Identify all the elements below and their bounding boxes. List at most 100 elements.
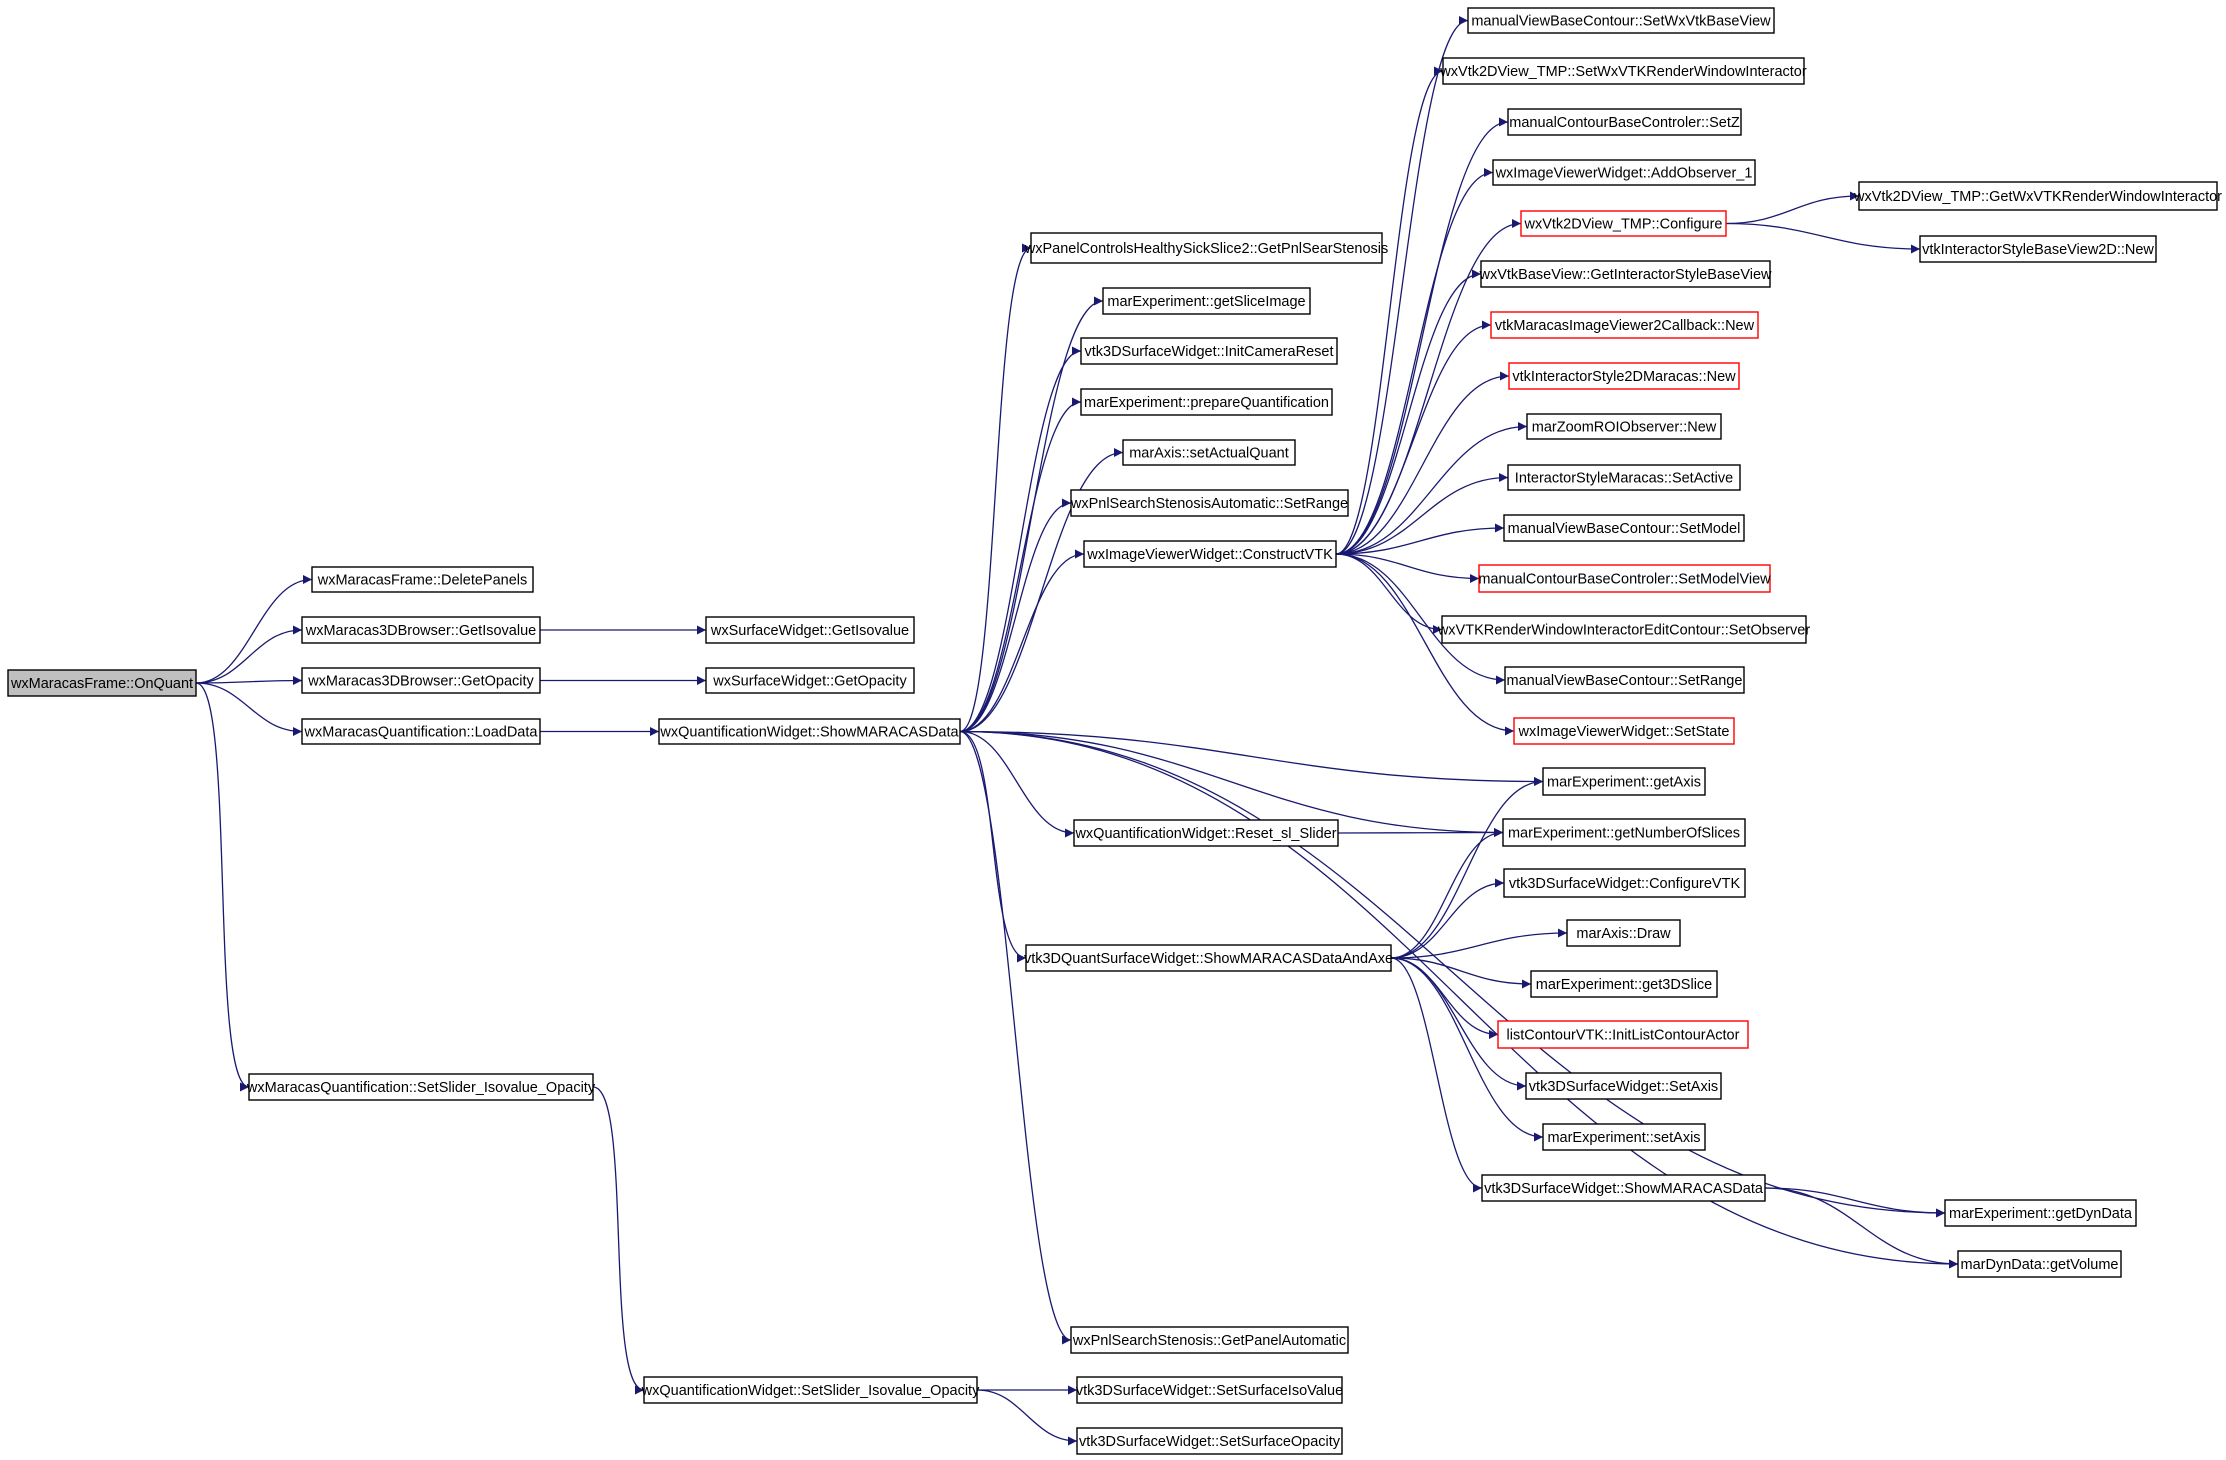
graph-node-wbv-getisb[interactable]: wxVtkBaseView::GetInteractorStyleBaseVie… bbox=[1478, 260, 1772, 288]
graph-node-me-get3d[interactable]: marExperiment::get3DSlice bbox=[1530, 970, 1718, 998]
node-box[interactable] bbox=[248, 1073, 594, 1101]
node-box[interactable] bbox=[1025, 944, 1392, 972]
graph-node-me-getaxis[interactable]: marExperiment::getAxis bbox=[1542, 767, 1706, 796]
node-box[interactable] bbox=[301, 667, 541, 694]
node-box[interactable] bbox=[1542, 767, 1706, 796]
node-box[interactable] bbox=[1566, 919, 1681, 947]
node-box[interactable] bbox=[311, 566, 534, 593]
node-box[interactable] bbox=[1520, 210, 1727, 237]
node-box[interactable] bbox=[705, 616, 915, 644]
node-box[interactable] bbox=[1070, 1326, 1349, 1354]
graph-node-mvbc-setrange[interactable]: manualViewBaseContour::SetRange bbox=[1504, 666, 1745, 694]
node-box[interactable] bbox=[1480, 260, 1771, 288]
graph-node-v3d-configvtk[interactable]: vtk3DSurfaceWidget::ConfigureVTK bbox=[1503, 868, 1746, 898]
graph-node-mdd-getvol[interactable]: marDynData::getVolume bbox=[1957, 1250, 2122, 1278]
graph-node-mq-loaddata[interactable]: wxMaracasQuantification::LoadData bbox=[301, 718, 541, 745]
graph-node-wvtk-setobs[interactable]: wxVTKRenderWindowInteractorEditContour::… bbox=[1437, 615, 1810, 644]
node-box[interactable] bbox=[1507, 108, 1742, 136]
node-box[interactable] bbox=[658, 718, 961, 745]
node-box[interactable] bbox=[1944, 1199, 2137, 1227]
node-box[interactable] bbox=[1070, 489, 1349, 517]
node-box[interactable] bbox=[1080, 388, 1333, 416]
graph-node-ma-draw[interactable]: marAxis::Draw bbox=[1566, 919, 1681, 947]
node-box[interactable] bbox=[705, 667, 915, 694]
node-box[interactable] bbox=[1083, 540, 1337, 568]
node-box[interactable] bbox=[1122, 439, 1296, 466]
graph-node-mvbc-setmodel[interactable]: manualViewBaseContour::SetModel bbox=[1503, 514, 1745, 542]
graph-node-mvbc-setwx[interactable]: manualViewBaseContour::SetWxVtkBaseView bbox=[1467, 7, 1775, 34]
node-box[interactable] bbox=[1102, 287, 1311, 315]
graph-node-sw-getopac[interactable]: wxSurfaceWidget::GetOpacity bbox=[705, 667, 915, 694]
graph-node-v3dq-show[interactable]: vtk3DQuantSurfaceWidget::ShowMARACASData… bbox=[1024, 944, 1393, 972]
graph-node-visb2d-new[interactable]: vtkInteractorStyleBaseView2D::New bbox=[1919, 235, 2157, 263]
graph-node-qw-show[interactable]: wxQuantificationWidget::ShowMARACASData bbox=[658, 718, 961, 745]
node-box[interactable] bbox=[1076, 1376, 1343, 1404]
node-box[interactable] bbox=[1507, 464, 1741, 491]
graph-node-mq-setslider[interactable]: wxMaracasQuantification::SetSlider_Isova… bbox=[246, 1073, 596, 1101]
graph-node-vmiv-new[interactable]: vtkMaracasImageViewer2Callback::New bbox=[1490, 311, 1759, 339]
graph-node-vis2d-new[interactable]: vtkInteractorStyle2DMaracas::New bbox=[1508, 362, 1740, 390]
node-box[interactable] bbox=[1442, 57, 1805, 85]
graph-node-w2d-configure[interactable]: wxVtk2DView_TMP::Configure bbox=[1520, 210, 1727, 237]
node-box[interactable] bbox=[1526, 413, 1722, 440]
node-box[interactable] bbox=[1858, 181, 2218, 211]
graph-node-qw-setslider[interactable]: wxQuantificationWidget::SetSlider_Isoval… bbox=[641, 1376, 980, 1404]
graph-node-me-getdyn[interactable]: marExperiment::getDynData bbox=[1944, 1199, 2137, 1227]
graph-node-qw-reset[interactable]: wxQuantificationWidget::Reset_sl_Slider bbox=[1073, 819, 1339, 847]
graph-node-mcbc-setz[interactable]: manualContourBaseControler::SetZ bbox=[1507, 108, 1742, 136]
node-box[interactable] bbox=[1441, 615, 1807, 644]
node-box[interactable] bbox=[1513, 717, 1735, 745]
node-box[interactable] bbox=[1073, 819, 1339, 847]
graph-node-sw-getiso[interactable]: wxSurfaceWidget::GetIsovalue bbox=[705, 616, 915, 644]
node-box[interactable] bbox=[1504, 666, 1745, 694]
graph-node-me-getnslices[interactable]: marExperiment::getNumberOfSlices bbox=[1502, 818, 1746, 847]
node-box[interactable] bbox=[1503, 514, 1745, 542]
node-box[interactable] bbox=[1467, 7, 1775, 34]
node-box[interactable] bbox=[1530, 970, 1718, 998]
graph-node-v3d-setaxis[interactable]: vtk3DSurfaceWidget::SetAxis bbox=[1525, 1072, 1722, 1100]
node-box[interactable] bbox=[1503, 868, 1746, 898]
graph-node-w2d-getrwi[interactable]: wxVtk2DView_TMP::GetWxVTKRenderWindowInt… bbox=[1853, 181, 2222, 211]
node-box[interactable] bbox=[1490, 311, 1759, 339]
graph-node-v3d-setsurfiso[interactable]: vtk3DSurfaceWidget::SetSurfaceIsoValue bbox=[1076, 1376, 1343, 1404]
graph-node-me-getslice[interactable]: marExperiment::getSliceImage bbox=[1102, 287, 1311, 315]
graph-node-me-prepq[interactable]: marExperiment::prepareQuantification bbox=[1080, 388, 1333, 416]
graph-node-ism-setactive[interactable]: InteractorStyleMaracas::SetActive bbox=[1507, 464, 1741, 491]
graph-node-ivw-addobs[interactable]: wxImageViewerWidget::AddObserver_1 bbox=[1492, 159, 1756, 186]
node-box[interactable] bbox=[1957, 1250, 2122, 1278]
graph-node-w2d-setrwi[interactable]: wxVtk2DView_TMP::SetWxVTKRenderWindowInt… bbox=[1439, 57, 1807, 85]
node-box[interactable] bbox=[1492, 159, 1756, 186]
graph-node-ma-setactual[interactable]: marAxis::setActualQuant bbox=[1122, 439, 1296, 466]
graph-node-b3d-getopac[interactable]: wxMaracas3DBrowser::GetOpacity bbox=[301, 667, 541, 694]
graph-node-b3d-getiso[interactable]: wxMaracas3DBrowser::GetIsovalue bbox=[301, 616, 541, 644]
graph-node-pnl-getauto[interactable]: wxPnlSearchStenosis::GetPanelAutomatic bbox=[1070, 1326, 1349, 1354]
graph-node-lcv-init[interactable]: listContourVTK::InitListContourActor bbox=[1497, 1020, 1749, 1049]
graph-node-mzr-new[interactable]: marZoomROIObserver::New bbox=[1526, 413, 1722, 440]
graph-node-pnl-getsear[interactable]: wxPanelControlsHealthySickSlice2::GetPnl… bbox=[1024, 232, 1388, 264]
node-box[interactable] bbox=[1481, 1174, 1766, 1202]
node-box[interactable] bbox=[1497, 1020, 1749, 1049]
graph-node-v3d-initcam[interactable]: vtk3DSurfaceWidget::InitCameraReset bbox=[1080, 337, 1338, 365]
graph-node-pnlauto-setrange[interactable]: wxPnlSearchStenosisAutomatic::SetRange bbox=[1070, 489, 1349, 517]
graph-node-v3d-setsurfopac[interactable]: vtk3DSurfaceWidget::SetSurfaceOpacity bbox=[1076, 1427, 1343, 1455]
node-box[interactable] bbox=[1525, 1072, 1722, 1100]
node-box[interactable] bbox=[1542, 1123, 1706, 1151]
node-box[interactable] bbox=[1508, 362, 1740, 390]
node-box[interactable] bbox=[1080, 337, 1338, 365]
node-box[interactable] bbox=[1919, 235, 2157, 263]
graph-node-mcbc-setmv[interactable]: manualContourBaseControler::SetModelView bbox=[1478, 564, 1771, 593]
node-box[interactable] bbox=[1478, 564, 1771, 593]
node-box[interactable] bbox=[643, 1376, 978, 1404]
graph-node-ivw-setstate[interactable]: wxImageViewerWidget::SetState bbox=[1513, 717, 1735, 745]
graph-node-deletepanels[interactable]: wxMaracasFrame::DeletePanels bbox=[311, 566, 534, 593]
graph-node-v3d-show[interactable]: vtk3DSurfaceWidget::ShowMARACASData bbox=[1481, 1174, 1766, 1202]
graph-node-onquant[interactable]: wxMaracasFrame::OnQuant bbox=[7, 669, 197, 697]
node-box[interactable] bbox=[1030, 232, 1383, 264]
node-box[interactable] bbox=[301, 718, 541, 745]
node-box[interactable] bbox=[1076, 1427, 1343, 1455]
graph-node-ivw-construct[interactable]: wxImageViewerWidget::ConstructVTK bbox=[1083, 540, 1337, 568]
node-box[interactable] bbox=[7, 669, 197, 697]
graph-node-me-setaxis[interactable]: marExperiment::setAxis bbox=[1542, 1123, 1706, 1151]
node-box[interactable] bbox=[1502, 818, 1746, 847]
node-box[interactable] bbox=[301, 616, 541, 644]
